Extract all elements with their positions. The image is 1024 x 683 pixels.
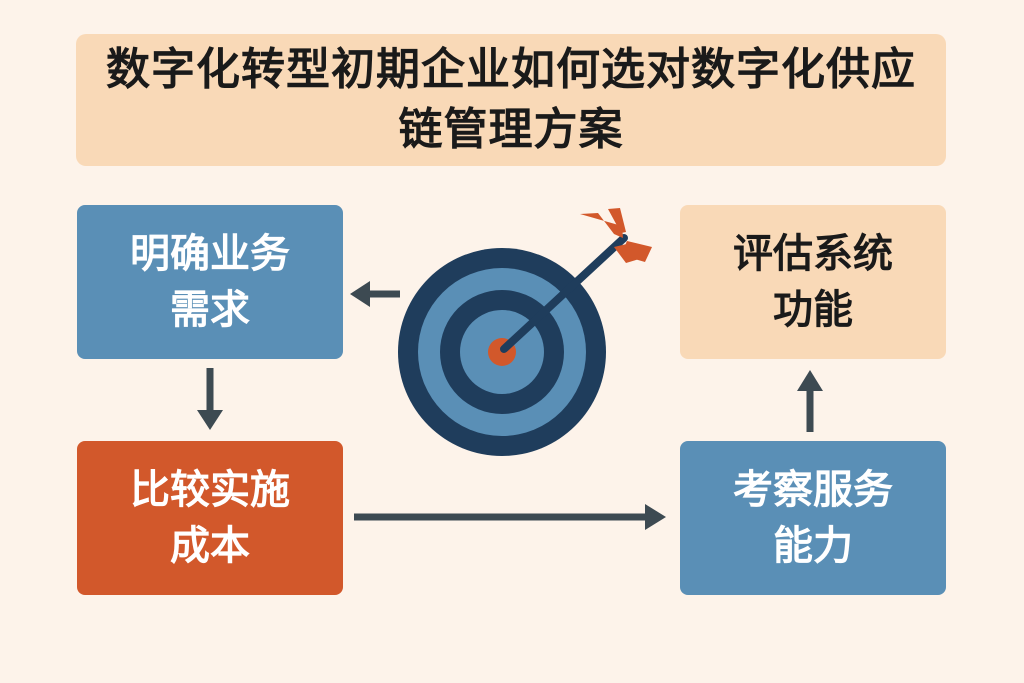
step-label-compare-costs: 比较实施成本 (130, 467, 290, 569)
arrow-right-icon (354, 504, 666, 530)
step-box-compare-costs: 比较实施成本 (77, 441, 343, 595)
title-banner: 数字化转型初期企业如何选对数字化供应链管理方案 (76, 34, 946, 166)
step-label-evaluate-functions: 评估系统功能 (733, 231, 893, 333)
step-label-service-capability: 考察服务能力 (733, 467, 893, 569)
arrow-down-icon (197, 368, 223, 430)
step-box-evaluate-functions: 评估系统功能 (680, 205, 946, 359)
step-label-define-requirements: 明确业务需求 (130, 231, 290, 333)
arrow-left-icon (350, 281, 400, 307)
target-icon (398, 208, 652, 456)
step-box-service-capability: 考察服务能力 (680, 441, 946, 595)
step-box-define-requirements: 明确业务需求 (77, 205, 343, 359)
page-title: 数字化转型初期企业如何选对数字化供应链管理方案 (106, 44, 916, 155)
arrow-up-icon (797, 370, 823, 432)
